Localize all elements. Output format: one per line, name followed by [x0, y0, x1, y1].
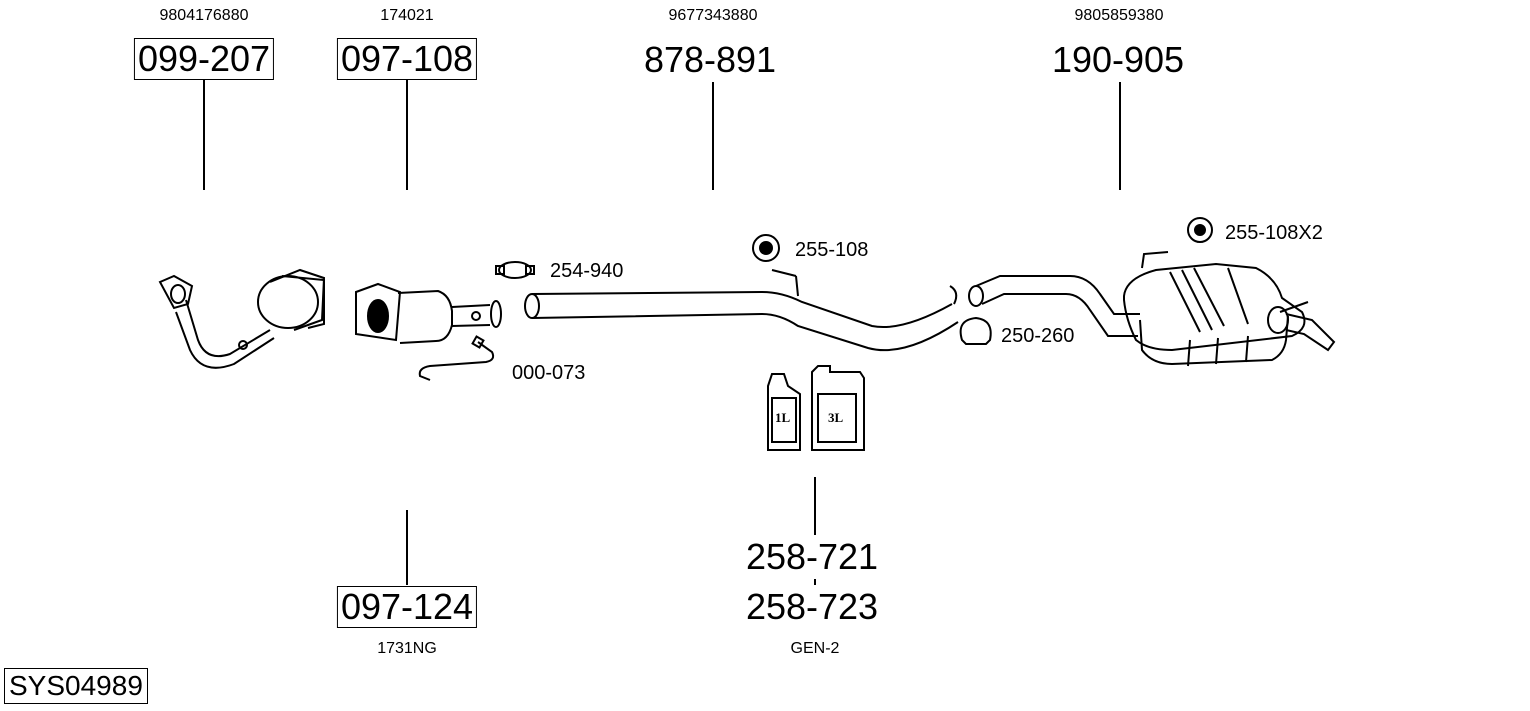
clamp-icon [495, 261, 535, 279]
part-097-124[interactable]: 097-124 [336, 586, 478, 628]
oem-number: 9804176880 [159, 7, 249, 24]
oem-number: 9805859380 [1074, 7, 1164, 24]
hanger-255-108x2-label[interactable]: 255-108X2 [1225, 222, 1323, 244]
bottle-3l-label: 3L [828, 410, 844, 425]
hanger-icon [752, 234, 780, 262]
hanger-icon [1187, 217, 1213, 243]
fluid-can-3l-icon [811, 365, 865, 451]
system-id: SYS04989 [4, 668, 148, 704]
oem-number: 174021 [380, 7, 434, 24]
fluid-note: GEN-2 [790, 640, 840, 657]
fluid-bottle-1l-icon [767, 373, 801, 451]
part-258-721[interactable]: 258-721 [745, 536, 879, 577]
oem-number: 1731NG [377, 640, 437, 657]
clamp-254-940-label[interactable]: 254-940 [550, 260, 624, 282]
rear-silencer-drawing [968, 251, 1336, 367]
catalyst-drawing [355, 282, 502, 344]
hanger-255-108-label[interactable]: 255-108 [795, 239, 869, 261]
sensor-000-073-label[interactable]: 000-073 [512, 362, 586, 384]
front-pipe-catalyst-drawing [158, 268, 326, 369]
middle-pipe-drawing [524, 269, 959, 352]
part-097-108[interactable]: 097-108 [336, 38, 478, 80]
sensor-drawing [418, 341, 495, 381]
oem-number: 9677343880 [668, 7, 758, 24]
clamp-icon [959, 316, 992, 345]
bottle-1l-label: 1L [775, 410, 791, 425]
part-258-723[interactable]: 258-723 [745, 586, 879, 627]
part-099-207[interactable]: 099-207 [133, 38, 275, 80]
clamp-250-260-label[interactable]: 250-260 [1001, 325, 1075, 347]
part-190-905[interactable]: 190-905 [1051, 39, 1185, 80]
part-878-891[interactable]: 878-891 [643, 39, 777, 80]
